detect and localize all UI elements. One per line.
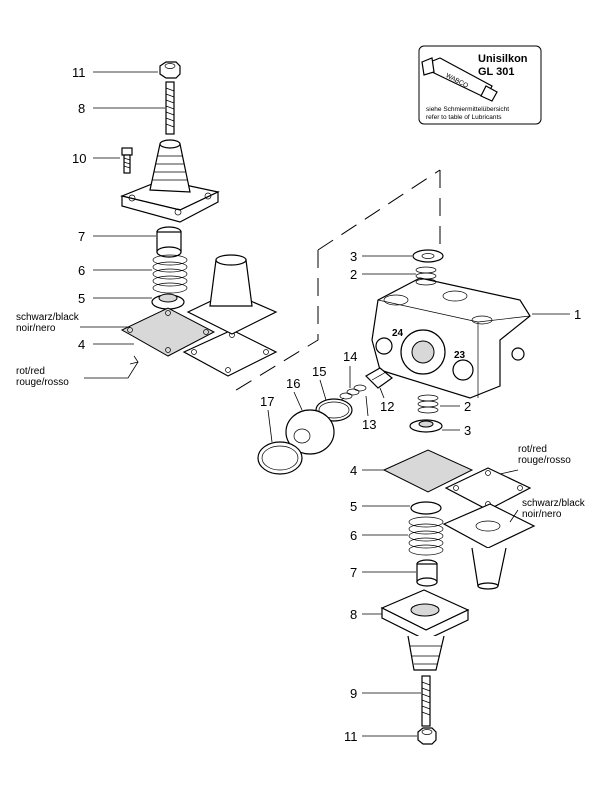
lower-cover-part — [380, 589, 470, 671]
valve-body-part: 24 23 — [371, 277, 531, 399]
ghost-cover-right-part — [442, 503, 536, 590]
gasket-plate-part — [182, 329, 278, 377]
lubricant-code: GL 301 — [478, 66, 515, 78]
callout-6-left: 6 — [78, 263, 85, 278]
lubricant-name: Unisilkon — [478, 53, 528, 65]
callout-4-right: 4 — [350, 463, 357, 478]
stud-part — [165, 81, 175, 135]
callout-14: 14 — [343, 349, 357, 364]
color-black-right-1: schwarz/black — [522, 498, 586, 509]
callout-9: 9 — [350, 686, 357, 701]
callout-15: 15 — [312, 364, 326, 379]
body-port-mark-2: 23 — [454, 350, 466, 361]
upper-valve-set — [412, 249, 444, 286]
callout-7-right: 7 — [350, 565, 357, 580]
callout-11-right: 11 — [344, 729, 358, 744]
color-red-label-2: rouge/rosso — [16, 377, 69, 388]
spring-part — [152, 254, 188, 294]
ghost-cover-part — [186, 254, 278, 335]
leader-lines — [80, 71, 570, 737]
spring-right-part — [408, 516, 444, 556]
callouts-left: 11 8 10 7 6 5 4 schwarz/black noir/nero … — [16, 65, 86, 388]
plunger-set — [337, 367, 393, 403]
callout-2-top: 2 — [350, 267, 357, 282]
callout-8-left: 8 — [78, 101, 85, 116]
color-black-label-2: noir/nero — [16, 323, 56, 334]
valve-part — [151, 293, 185, 310]
callouts-right: 4 5 6 7 8 9 11 rot/red rouge/rosso schwa… — [344, 444, 586, 744]
piston-part — [156, 226, 182, 258]
callout-13: 13 — [362, 417, 376, 432]
callout-7-left: 7 — [78, 229, 85, 244]
screw-part — [121, 147, 133, 174]
body-port-mark: 24 — [392, 328, 404, 339]
right-assembly — [380, 449, 536, 745]
lubricant-note-de: siehe Schmiermittelübersicht — [426, 106, 509, 113]
left-assembly — [120, 61, 278, 377]
callout-3-top: 3 — [350, 249, 357, 264]
callout-12: 12 — [380, 399, 394, 414]
color-black-right-2: noir/nero — [522, 509, 562, 520]
callout-2-bottom: 2 — [464, 399, 471, 414]
callout-4-left: 4 — [78, 337, 85, 352]
upper-cover-part — [120, 139, 220, 223]
color-red-label-1: rot/red — [16, 366, 45, 377]
nut-right-part — [417, 727, 437, 745]
piston-right-part — [416, 559, 438, 587]
nut-part — [159, 61, 181, 79]
circlip-part — [257, 441, 303, 475]
color-red-right-1: rot/red — [518, 444, 547, 455]
valve-right-part — [410, 501, 442, 515]
callout-16: 16 — [286, 376, 300, 391]
stud-right-part — [421, 675, 431, 727]
callout-8-right: 8 — [350, 607, 357, 622]
section-outline — [227, 169, 441, 396]
diaphragm-part — [120, 307, 216, 357]
callout-5-left: 5 — [78, 291, 85, 306]
callout-5-right: 5 — [350, 499, 357, 514]
disc-part — [285, 409, 335, 455]
callouts-center: 3 2 1 14 15 16 17 12 13 2 3 — [260, 249, 581, 438]
callout-6-right: 6 — [350, 528, 357, 543]
diaphragm-right-part — [382, 449, 474, 493]
callout-10: 10 — [72, 151, 86, 166]
callout-1: 1 — [574, 307, 581, 322]
color-black-label-1: schwarz/black — [16, 312, 80, 323]
callout-3-bottom: 3 — [464, 423, 471, 438]
callout-11-left: 11 — [72, 65, 86, 80]
lubricant-box: WABCO Unisilkon GL 301 siehe Schmiermitt… — [418, 45, 542, 125]
lubricant-note-en: refer to table of Lubricants — [426, 114, 502, 121]
callout-17: 17 — [260, 394, 274, 409]
lower-valve-set — [409, 394, 443, 433]
color-red-right-2: rouge/rosso — [518, 455, 571, 466]
